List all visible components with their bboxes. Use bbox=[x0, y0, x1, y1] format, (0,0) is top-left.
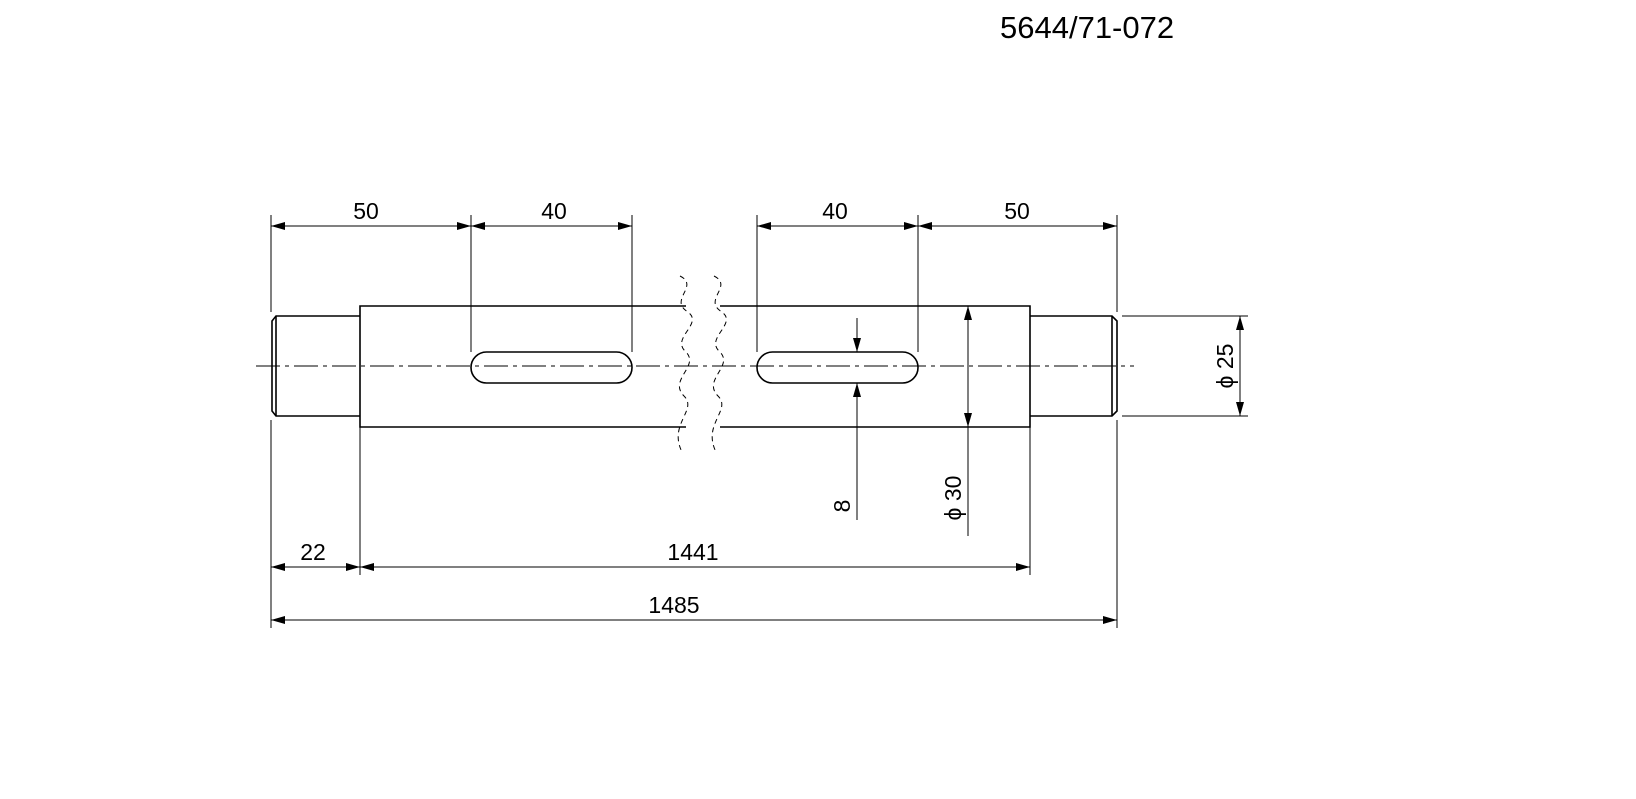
diameter-symbol: ϕ bbox=[1212, 376, 1238, 389]
dim-left-slot-length: 40 bbox=[541, 198, 567, 224]
dim-shaft-diameter: ϕ 30 bbox=[940, 476, 966, 521]
dim-body-length: 1441 bbox=[667, 539, 718, 565]
dim-overall-length: 1485 bbox=[648, 592, 699, 618]
bottom-dimensions: 22 1441 1485 bbox=[270, 420, 1118, 628]
shaft-diameter-value: 30 bbox=[940, 476, 966, 502]
dim-journal-diameter: ϕ 25 bbox=[1212, 344, 1238, 389]
break-line-left bbox=[677, 275, 693, 453]
part-number: 5644/71-072 bbox=[1000, 10, 1175, 45]
dim-right-slot-to-end: 50 bbox=[1004, 198, 1030, 224]
shaft-diameter-dimension: ϕ 30 bbox=[940, 306, 972, 536]
left-keyway bbox=[470, 351, 633, 384]
top-dimensions: 50 40 40 50 bbox=[270, 198, 1118, 352]
main-body-left bbox=[359, 305, 686, 428]
slot-width-dimension: 8 bbox=[829, 318, 861, 520]
dim-journal-length: 22 bbox=[300, 539, 326, 565]
dim-right-slot-length: 40 bbox=[822, 198, 848, 224]
dim-left-end-to-slot: 50 bbox=[353, 198, 379, 224]
shaft-outline bbox=[256, 275, 1134, 453]
right-keyway bbox=[756, 351, 919, 384]
break-line-right bbox=[711, 275, 727, 453]
journal-diameter-value: 25 bbox=[1212, 344, 1238, 370]
journal-diameter-dimension: ϕ 25 bbox=[1122, 315, 1248, 417]
right-journal bbox=[1030, 315, 1118, 417]
diameter-symbol: ϕ bbox=[940, 508, 966, 521]
dim-slot-width: 8 bbox=[829, 500, 855, 513]
